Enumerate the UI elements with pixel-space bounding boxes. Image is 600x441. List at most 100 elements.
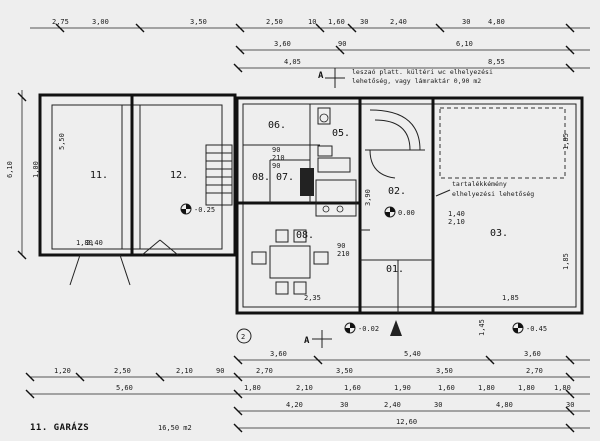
kitchen-counter bbox=[315, 201, 357, 217]
left-dimension-lines bbox=[17, 90, 27, 260]
dim-bot-r2-7: 3,50 bbox=[436, 367, 453, 375]
dim-top-r2-3: 6,10 bbox=[456, 40, 473, 48]
dim-bot-r2-2: 2,50 bbox=[114, 367, 131, 375]
dim-bot-r4-2: 30 bbox=[340, 401, 348, 409]
dim-left-1: 6,10 bbox=[6, 161, 14, 178]
dim-bot-r4-3: 2,40 bbox=[384, 401, 401, 409]
dim-left-2: 5,50 bbox=[58, 133, 66, 150]
room-08a-label: 08. bbox=[252, 172, 270, 183]
dim-bot-r4-6: 30 bbox=[566, 401, 574, 409]
dim-top-10: 4,80 bbox=[488, 18, 505, 26]
dim-bot-r3-8: 1,80 bbox=[554, 384, 571, 392]
bathroom-fixtures bbox=[317, 107, 351, 173]
dim-bot-r2-3: 2,10 bbox=[176, 367, 193, 375]
dim-bot-r2-1: 1,20 bbox=[54, 367, 71, 375]
dim-top-r3-2: 8,55 bbox=[488, 58, 505, 66]
dim-bot-r3-7: 1,80 bbox=[518, 384, 535, 392]
level-marker-garage bbox=[180, 203, 192, 215]
house-walls bbox=[235, 96, 584, 315]
room-07-label: 07. bbox=[276, 172, 294, 183]
dim-garage-door-h: 2,40 bbox=[86, 239, 103, 247]
dim-top-r2-2: 90 bbox=[338, 40, 346, 48]
detail-marker bbox=[236, 328, 252, 344]
room-05-label: 05. bbox=[332, 128, 350, 139]
level-terrace-text: -0.45 bbox=[526, 325, 547, 333]
level-marker-hall bbox=[384, 206, 396, 218]
room-11-label: 11. bbox=[90, 170, 108, 181]
room-08b-label: 08. bbox=[296, 230, 314, 241]
dim-bot-left-total: 5,60 bbox=[116, 384, 133, 392]
level-hall-text: 0.00 bbox=[398, 209, 415, 217]
detail-marker-label: 2 bbox=[241, 333, 245, 341]
bottom-dimension-lines bbox=[25, 355, 590, 433]
dim-bot-r1-2: 5,40 bbox=[404, 350, 421, 358]
level-marker-entrance bbox=[344, 322, 356, 334]
ceiling-note-2: lehetőség, vagy lámraktár 0,90 m2 bbox=[352, 76, 481, 85]
room-03-label: 03. bbox=[490, 228, 508, 239]
dim-bot-r2-6: 3,50 bbox=[336, 367, 353, 375]
dining-table bbox=[251, 229, 329, 295]
dim-bot-r4-4: 30 bbox=[434, 401, 442, 409]
dim-int-4: 90 bbox=[337, 242, 345, 250]
level-entrance-text: -0.02 bbox=[358, 325, 379, 333]
dim-garage-door: 1,80 bbox=[76, 239, 93, 247]
spiral-stair bbox=[365, 109, 425, 179]
dim-top-9: 30 bbox=[462, 18, 470, 26]
section-marker-top bbox=[325, 68, 345, 88]
dim-bot-r2-4: 90 bbox=[216, 367, 224, 375]
level-garage-text: -0.25 bbox=[194, 206, 215, 214]
dim-top-3: 3,50 bbox=[190, 18, 207, 26]
dim-bot-r4-1: 4,20 bbox=[286, 401, 303, 409]
section-a-top-label: A bbox=[318, 71, 324, 81]
room-06-label: 06. bbox=[268, 120, 286, 131]
dim-bot-r3-4: 1,90 bbox=[394, 384, 411, 392]
dim-top-1: 2,75 bbox=[52, 18, 69, 26]
room-01-label: 01. bbox=[386, 264, 404, 275]
dim-top-6: 1,60 bbox=[328, 18, 345, 26]
dim-int-3: 90 bbox=[272, 162, 280, 170]
top-dimension-lines bbox=[30, 23, 590, 73]
dim-int-7: 2,10 bbox=[448, 218, 465, 226]
dim-bot-r1-1: 3,60 bbox=[270, 350, 287, 358]
dim-right-1: 1,85 bbox=[562, 133, 570, 150]
dim-bot-total: 12,60 bbox=[396, 418, 417, 426]
dim-right-3: 1,45 bbox=[478, 319, 486, 336]
dim-bot-r1-3: 3,60 bbox=[524, 350, 541, 358]
room-02-label: 02. bbox=[388, 186, 406, 197]
dim-int-2: 210 bbox=[272, 154, 285, 162]
dim-int-6: 1,40 bbox=[448, 210, 465, 218]
dim-int-10: 1,85 bbox=[502, 294, 519, 302]
dim-top-r3-1: 4,05 bbox=[284, 58, 301, 66]
dim-top-7: 30 bbox=[360, 18, 368, 26]
garage-area: 16,50 m2 bbox=[158, 424, 192, 432]
dim-top-5: 10 bbox=[308, 18, 316, 26]
garage-title: 11. GARÁZS bbox=[30, 421, 89, 433]
level-marker-terrace bbox=[512, 322, 524, 334]
dim-bot-r3-2: 2,10 bbox=[296, 384, 313, 392]
dim-int-5: 210 bbox=[337, 250, 350, 258]
dim-bot-r3-6: 1,80 bbox=[478, 384, 495, 392]
dim-bot-r4-5: 4,80 bbox=[496, 401, 513, 409]
dim-right-2: 1,85 bbox=[562, 253, 570, 270]
dim-top-4: 2,50 bbox=[266, 18, 283, 26]
garage-walls bbox=[38, 93, 237, 286]
dim-int-1: 90 bbox=[272, 146, 280, 154]
dim-bot-r3-1: 1,80 bbox=[244, 384, 261, 392]
room-12-label: 12. bbox=[170, 170, 188, 181]
dim-bot-r3-3: 1,60 bbox=[344, 384, 361, 392]
dim-top-8: 2,40 bbox=[390, 18, 407, 26]
exterior-stairs bbox=[205, 144, 233, 206]
chimney-note-1: tartalékkémény bbox=[452, 180, 507, 188]
dim-int-8: 3,90 bbox=[364, 189, 372, 206]
room-03-dashed-area bbox=[439, 107, 566, 179]
dim-bot-r2-8: 2,70 bbox=[526, 367, 543, 375]
section-a-bottom-label: A bbox=[304, 336, 310, 346]
chimney-note-2: elhelyezési lehetőség bbox=[452, 189, 534, 198]
dim-top-r2-1: 3,60 bbox=[274, 40, 291, 48]
dim-top-2: 3,00 bbox=[92, 18, 109, 26]
dim-int-9: 2,35 bbox=[304, 294, 321, 302]
dim-left-3: 1,00 bbox=[32, 161, 40, 178]
section-marker-bottom bbox=[312, 320, 402, 348]
dim-bot-r2-5: 2,70 bbox=[256, 367, 273, 375]
